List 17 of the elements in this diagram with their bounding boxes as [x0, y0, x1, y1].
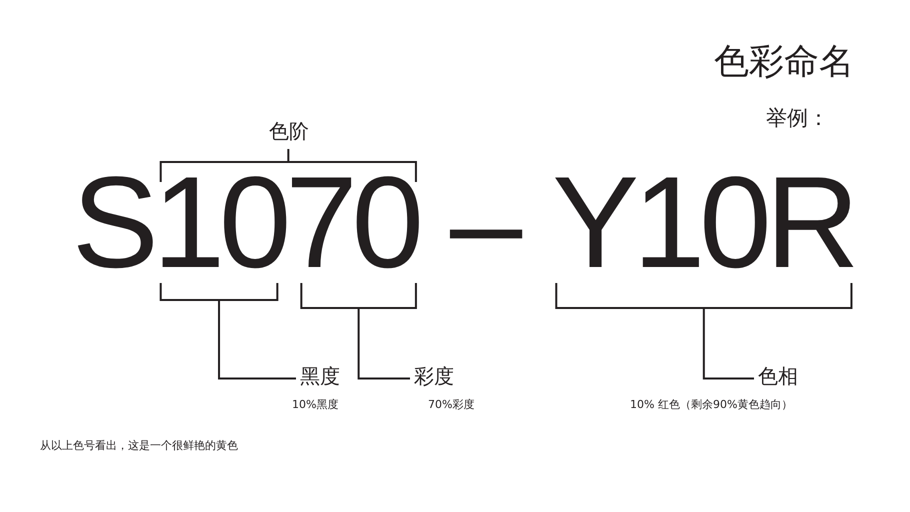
- bracket-line: [160, 148, 417, 183]
- example-label: 举例：: [766, 105, 829, 132]
- category-label: 色相: [758, 363, 798, 390]
- leader-line: [160, 282, 297, 380]
- hue-code: Y10R: [552, 157, 860, 287]
- code-dash: –: [450, 157, 522, 287]
- value-note: 70%彩度: [428, 397, 474, 412]
- leader-line: [555, 282, 852, 380]
- value-note: 10%黑度: [292, 397, 338, 412]
- category-label: 彩度: [414, 363, 454, 390]
- category-label: 黑度: [300, 363, 340, 390]
- leader-line: [300, 282, 417, 380]
- category-label: 色阶: [269, 118, 309, 145]
- note: 从以上色号看出，这是一个很鲜艳的黄色: [40, 438, 238, 453]
- title: 色彩命名: [714, 41, 854, 84]
- value-note: 10% 红色（剩余90%黄色趋向）: [630, 397, 792, 412]
- code-letter: S: [72, 157, 154, 287]
